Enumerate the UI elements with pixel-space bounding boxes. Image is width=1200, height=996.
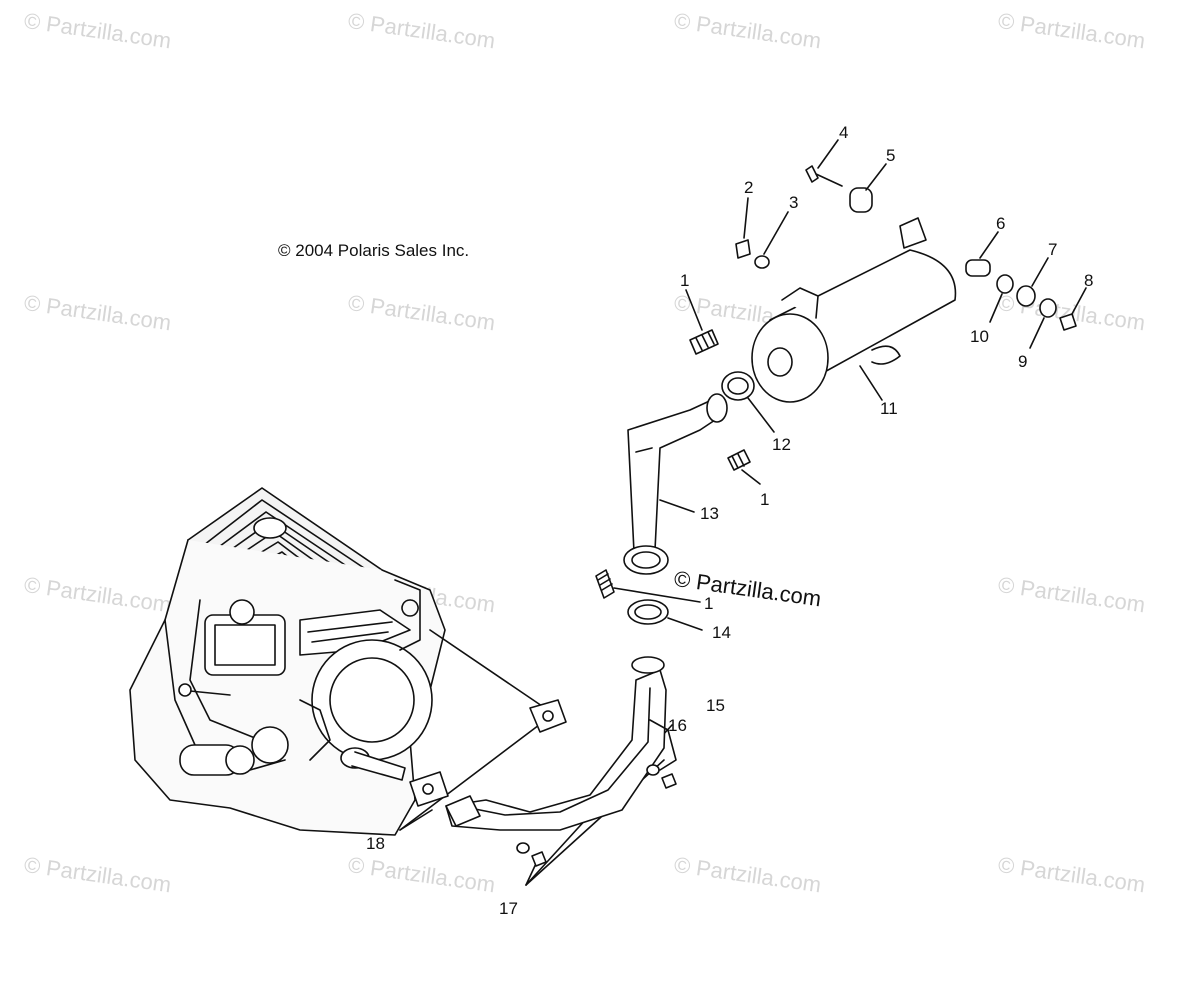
head-pipe-13 <box>623 393 728 575</box>
callout-13: 13 <box>700 504 719 523</box>
callout-labels: 1 2 3 4 5 6 7 8 9 10 11 12 13 1 1 14 15 … <box>366 123 1093 918</box>
callout-12: 12 <box>772 435 791 454</box>
callout-3: 3 <box>789 193 798 212</box>
nut-17 <box>531 851 547 867</box>
gasket-14 <box>627 599 669 625</box>
copyright-notice: © 2004 Polaris Sales Inc. <box>278 241 470 260</box>
callout-5: 5 <box>886 146 895 165</box>
screw-2 <box>735 239 751 259</box>
callout-10: 10 <box>970 327 989 346</box>
callout-1-lower: 1 <box>704 594 713 613</box>
callout-17: 17 <box>499 899 518 918</box>
muffler-11 <box>751 217 957 403</box>
nut-16 <box>661 773 677 789</box>
callout-15: 15 <box>706 696 725 715</box>
callout-6: 6 <box>996 214 1005 233</box>
callout-1-middle: 1 <box>760 490 769 509</box>
spring-1-middle <box>727 449 761 485</box>
gasket-18-lower <box>409 771 449 807</box>
callout-14: 14 <box>712 623 731 642</box>
gasket-12 <box>721 371 755 401</box>
bolt-4-shank <box>815 173 843 187</box>
engine <box>129 487 446 836</box>
spring-1-upper <box>685 289 719 355</box>
washer-16 <box>646 764 660 776</box>
callout-4: 4 <box>839 123 848 142</box>
bushing-6 <box>965 259 991 277</box>
callout-7: 7 <box>1048 240 1057 259</box>
ring-10 <box>996 274 1014 294</box>
gasket-18-upper <box>529 699 567 733</box>
washer-7 <box>1016 285 1036 307</box>
callout-8: 8 <box>1084 271 1093 290</box>
callout-9: 9 <box>1018 352 1027 371</box>
callout-2: 2 <box>744 178 753 197</box>
washer-3 <box>754 255 770 269</box>
grommet-5 <box>849 187 873 213</box>
callout-11: 11 <box>880 399 898 418</box>
header-pipe-15 <box>445 656 677 831</box>
bolt-4-head <box>805 165 819 183</box>
spring-1-lower <box>595 569 701 603</box>
washer-17 <box>516 842 530 854</box>
callout-18: 18 <box>366 834 385 853</box>
callout-1: 1 <box>680 271 689 290</box>
callout-16: 16 <box>668 716 687 735</box>
nut-8 <box>1059 313 1077 331</box>
washer-9 <box>1039 298 1057 318</box>
